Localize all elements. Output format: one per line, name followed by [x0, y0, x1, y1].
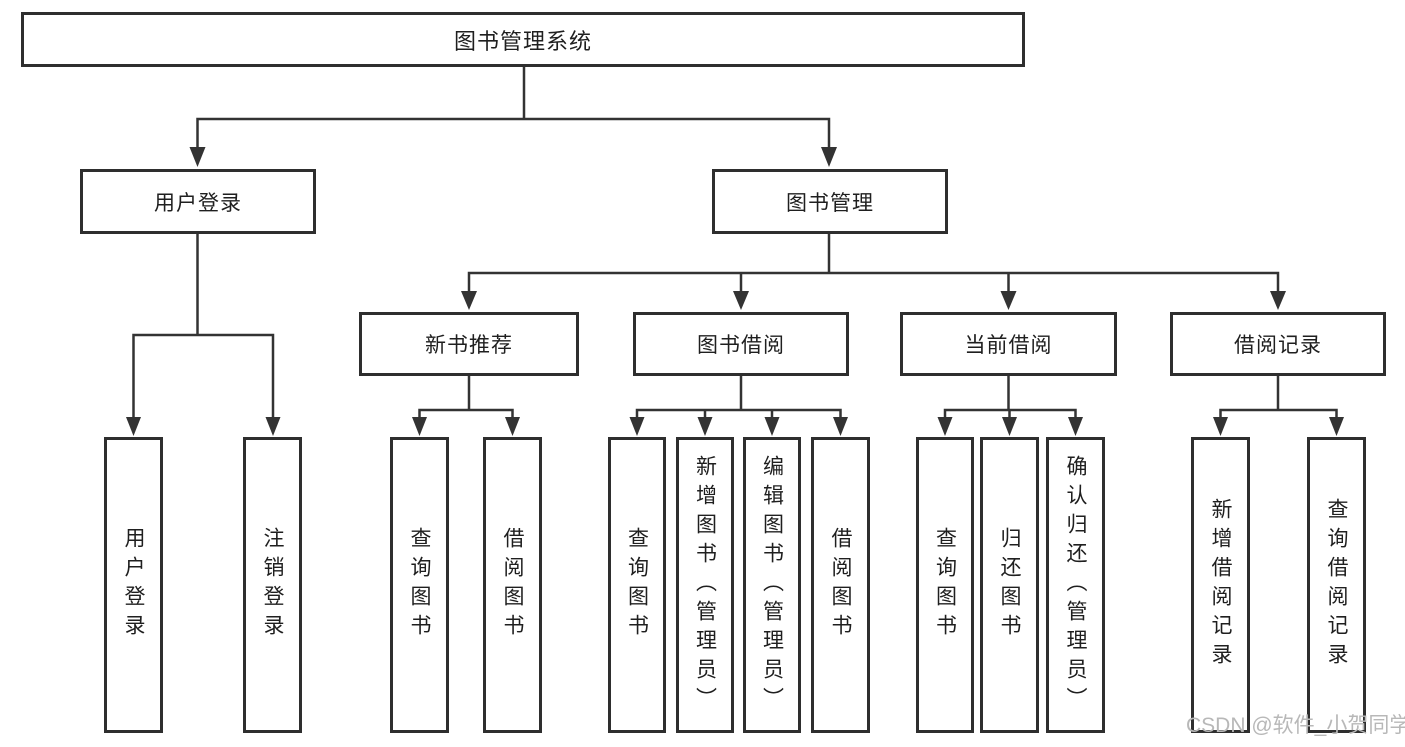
node-book-management: 图书管理: [712, 169, 948, 234]
leaf-add-books-admin-label: 新增图书（管理员）: [693, 454, 717, 716]
leaf-user-login: 用户登录: [104, 437, 163, 733]
leaf-borrow-books-recommend: 借阅图书: [483, 437, 542, 733]
node-new-book-recommendation-label: 新书推荐: [425, 334, 513, 357]
node-current-borrowing: 当前借阅: [900, 312, 1117, 376]
leaf-query-borrow-record: 查询借阅记录: [1307, 437, 1366, 733]
leaf-borrow-books-recommend-label: 借阅图书: [501, 527, 524, 643]
node-user-login-label: 用户登录: [154, 191, 242, 215]
node-current-borrowing-label: 当前借阅: [964, 334, 1053, 357]
leaf-return-books: 归还图书: [980, 437, 1039, 733]
node-borrowing-records: 借阅记录: [1170, 312, 1386, 376]
node-book-borrowing: 图书借阅: [633, 312, 849, 376]
node-borrowing-records-label: 借阅记录: [1234, 334, 1322, 357]
node-root-label: 图书管理系统: [453, 28, 592, 54]
leaf-query-books-recommend: 查询图书: [390, 437, 449, 733]
leaf-edit-books-admin-label: 编辑图书（管理员）: [760, 454, 784, 716]
leaf-logout: 注销登录: [243, 437, 302, 733]
leaf-query-books-current-label: 查询图书: [933, 527, 957, 643]
leaf-query-borrow-record-label: 查询借阅记录: [1325, 498, 1348, 672]
node-root: 图书管理系统: [21, 12, 1025, 67]
leaf-user-login-label: 用户登录: [122, 527, 145, 643]
node-new-book-recommendation: 新书推荐: [359, 312, 579, 376]
leaf-query-books-borrowing: 查询图书: [608, 437, 666, 733]
node-user-login: 用户登录: [80, 169, 316, 234]
leaf-return-books-label: 归还图书: [998, 527, 1021, 643]
connector-strokes: [132, 65, 1338, 420]
leaf-logout-label: 注销登录: [261, 527, 284, 643]
leaf-add-books-admin: 新增图书（管理员）: [676, 437, 734, 733]
leaf-edit-books-admin: 编辑图书（管理员）: [743, 437, 801, 733]
leaf-confirm-return-admin: 确认归还（管理员）: [1046, 437, 1105, 733]
leaf-add-borrow-record: 新增借阅记录: [1191, 437, 1250, 733]
node-book-management-label: 图书管理: [786, 191, 874, 215]
leaf-query-books-borrowing-label: 查询图书: [625, 527, 649, 643]
watermark: CSDN @软件_小贺同学: [1186, 714, 1405, 737]
leaf-add-borrow-record-label: 新增借阅记录: [1209, 498, 1232, 672]
node-book-borrowing-label: 图书借阅: [697, 334, 785, 357]
leaf-query-books-current: 查询图书: [916, 437, 974, 733]
leaf-confirm-return-admin-label: 确认归还（管理员）: [1064, 454, 1087, 716]
arrowhead-icons: [126, 147, 1344, 436]
leaf-borrow-books-borrowing: 借阅图书: [811, 437, 870, 733]
leaf-borrow-books-borrowing-label: 借阅图书: [829, 527, 852, 643]
leaf-query-books-recommend-label: 查询图书: [408, 527, 431, 643]
